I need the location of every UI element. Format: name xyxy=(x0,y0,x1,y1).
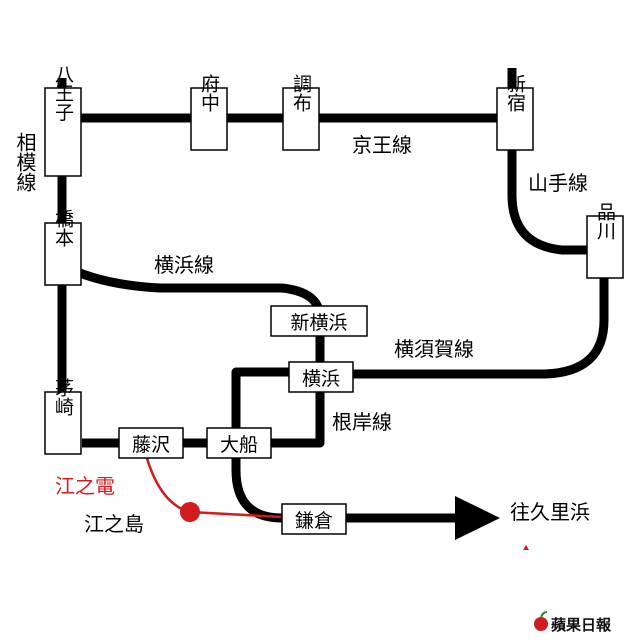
station-label-enoshima: 江之島 xyxy=(84,512,144,536)
station-label-yokohama: 横浜 xyxy=(302,368,340,390)
station-label-hashimoto: 橋本 xyxy=(52,209,74,247)
apple-icon xyxy=(534,617,548,631)
line-label-yokohama: 横浜線 xyxy=(154,253,214,277)
station-label-shin-yokohama: 新横浜 xyxy=(290,312,347,334)
yokosuka-line-track xyxy=(322,270,609,379)
enoden-line-track xyxy=(144,454,283,519)
station-label-hachioji: 八王子 xyxy=(52,65,74,122)
station-box-shinagawa xyxy=(586,215,624,279)
line-label-keio: 京王線 xyxy=(352,133,412,157)
station-box-chofu xyxy=(282,87,320,151)
station-box-fuchu xyxy=(190,87,228,151)
station-box-hachioji xyxy=(44,87,82,177)
station-label-kamakura: 鎌倉 xyxy=(295,510,333,532)
station-label-fujisawa: 藤沢 xyxy=(132,434,170,456)
station-label-ofuna: 大船 xyxy=(220,434,258,456)
line-label-negishi: 根岸線 xyxy=(332,410,392,434)
logo-text: 蘋果日報 xyxy=(551,616,612,634)
small-red-mark-icon xyxy=(523,545,529,550)
enoshima-station-dot xyxy=(180,502,200,522)
station-label-shinjuku: 新宿 xyxy=(504,74,526,112)
kurihama-arrow-icon xyxy=(455,496,500,540)
station-label-chofu: 調布 xyxy=(290,74,312,112)
line-label-sagami: 相模線 xyxy=(13,132,37,192)
station-label-shinagawa: 品川 xyxy=(594,202,616,240)
station-box-fujisawa xyxy=(118,427,184,459)
yamanote-line-track xyxy=(507,150,600,255)
station-label-chigasaki: 茅崎 xyxy=(52,378,74,416)
line-label-yokosuka: 横須賀線 xyxy=(394,337,474,361)
yokohama-line-track xyxy=(59,261,325,448)
apple-daily-logo: 蘋果日報 xyxy=(534,611,612,634)
station-box-shinjuku xyxy=(496,87,534,151)
line-label-yamanote: 山手線 xyxy=(528,171,588,195)
station-box-shin-yokohama xyxy=(270,305,368,337)
station-box-kamakura xyxy=(281,503,347,535)
station-box-hashimoto xyxy=(44,222,82,286)
destination-label: 往久里浜 xyxy=(510,500,590,524)
station-label-fuchu: 府中 xyxy=(198,74,220,112)
station-box-yokohama xyxy=(288,361,354,393)
line-label-enoden: 江之電 xyxy=(55,474,115,498)
station-box-chigasaki xyxy=(44,391,82,455)
station-box-ofuna xyxy=(206,427,272,459)
